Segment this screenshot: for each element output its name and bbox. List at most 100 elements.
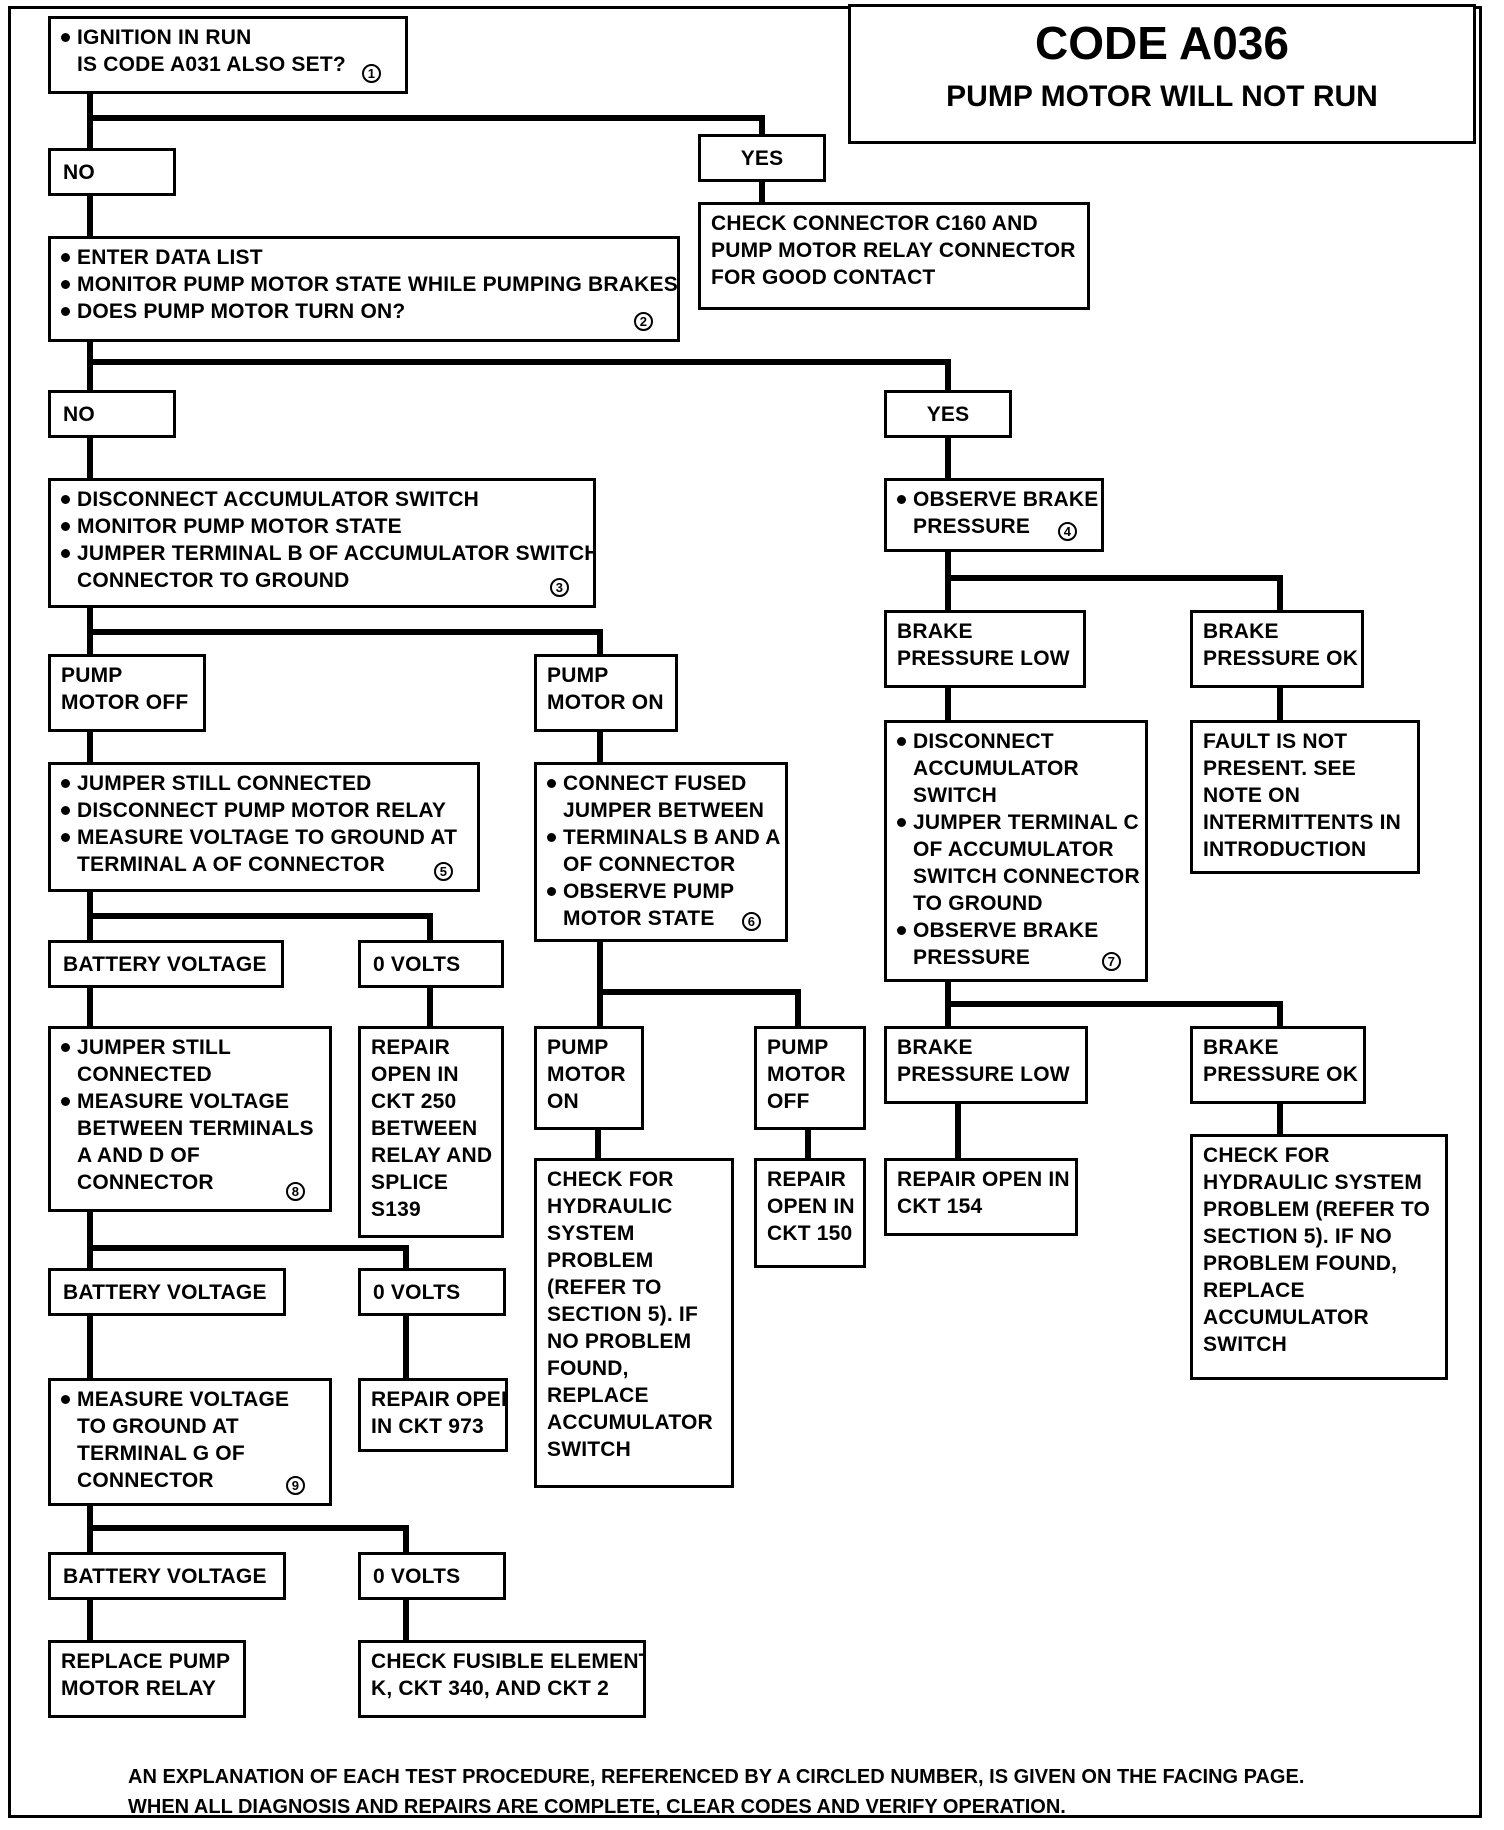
text-line: SPLICE	[371, 1171, 449, 1194]
node-label: YES	[740, 146, 784, 170]
page-frame	[8, 6, 1482, 1818]
bullet-continuation: CONNECTED	[77, 1063, 212, 1086]
bullet-item: CONNECT FUSED	[547, 770, 775, 797]
text-line: S139	[371, 1198, 421, 1221]
text-line: MOTOR	[767, 1063, 846, 1086]
bullet-continuation: PRESSURE	[913, 946, 1031, 969]
node-bplow1: BRAKE PRESSURE LOW	[884, 610, 1086, 688]
bullet-continuation: A AND D OF	[77, 1144, 200, 1167]
text-line: HYDRAULIC	[547, 1195, 673, 1218]
node-fault: FAULT IS NOT PRESENT. SEE NOTE ON INTERMITT…	[1190, 720, 1420, 874]
node-no2: NO	[48, 390, 176, 438]
text-line: PRESENT. SEE	[1203, 757, 1356, 780]
text-line: (REFER TO	[547, 1276, 662, 1299]
step-number-badge: 8	[286, 1182, 305, 1201]
text-line: K, CKT 340, AND CKT 2	[371, 1677, 609, 1700]
text-line: BRAKE	[897, 620, 973, 643]
bullet-continuation: ACCUMULATOR	[913, 757, 1079, 780]
bullet-item: DISCONNECT ACCUMULATOR SWITCH	[61, 486, 583, 513]
bullet-item: IGNITION IN RUN	[61, 24, 395, 51]
text-line: NOTE ON	[1203, 784, 1301, 807]
node-pmoff1: PUMP MOTOR OFF	[48, 654, 206, 732]
text-line: PUMP MOTOR RELAY CONNECTOR	[711, 239, 1076, 262]
code-subtitle: PUMP MOTOR WILL NOT RUN	[946, 80, 1378, 113]
text-line: MOTOR ON	[547, 691, 664, 714]
bullet-continuation: SWITCH	[913, 784, 998, 807]
step-number-badge: 9	[286, 1476, 305, 1495]
step-number-badge: 4	[1058, 522, 1077, 541]
node-c1: CHECK CONNECTOR C160 AND PUMP MOTOR RELAY…	[698, 202, 1090, 310]
text-line: INTRODUCTION	[1203, 838, 1367, 861]
bullet-continuation: OF CONNECTOR	[563, 853, 736, 876]
node-no1: NO	[48, 148, 176, 196]
step-number-badge: 3	[550, 578, 569, 597]
node-bv1: BATTERY VOLTAGE	[48, 940, 284, 988]
text-line: BETWEEN	[371, 1117, 478, 1140]
bullet-continuation: OF ACCUMULATOR	[913, 838, 1114, 861]
text-line: CKT 150	[767, 1222, 853, 1245]
text-line: ACCUMULATOR	[1203, 1306, 1369, 1329]
text-line: PROBLEM FOUND,	[1203, 1252, 1398, 1275]
text-line: OPEN IN	[767, 1195, 855, 1218]
text-line: FOUND,	[547, 1357, 629, 1380]
text-line: IN CKT 973	[371, 1415, 484, 1438]
bullet-continuation: SWITCH CONNECTOR	[913, 865, 1140, 888]
bullet-continuation: TERMINAL G OF	[77, 1442, 245, 1465]
text-line: REPAIR OPEN IN	[897, 1168, 1070, 1191]
node-label: BATTERY VOLTAGE	[63, 1280, 267, 1304]
text-line: REPAIR	[371, 1036, 450, 1059]
text-line: HYDRAULIC SYSTEM	[1203, 1171, 1423, 1194]
node-label: 0 VOLTS	[373, 1280, 461, 1304]
bullet-continuation: CONNECTOR	[77, 1171, 214, 1194]
bullet-item: JUMPER TERMINAL C	[897, 809, 1139, 836]
title-block: CODE A036 PUMP MOTOR WILL NOT RUN	[848, 4, 1476, 144]
node-ov2: 0 VOLTS	[358, 1268, 506, 1316]
text-line: BRAKE	[1203, 620, 1279, 643]
node-ov1: 0 VOLTS	[358, 940, 504, 988]
text-line: OPEN IN	[371, 1063, 459, 1086]
node-label: BATTERY VOLTAGE	[63, 952, 267, 976]
text-line: PROBLEM	[547, 1249, 654, 1272]
text-line: MOTOR OFF	[61, 691, 189, 714]
node-label: 0 VOLTS	[373, 952, 461, 976]
node-bpok1: BRAKE PRESSURE OK	[1190, 610, 1364, 688]
step-number-badge: 6	[742, 912, 761, 931]
text-line: CHECK FOR	[547, 1168, 674, 1191]
text-line: SYSTEM	[547, 1222, 635, 1245]
text-line: REPLACE	[1203, 1279, 1305, 1302]
bullet-item: MONITOR PUMP MOTOR STATE WHILE PUMPING B…	[61, 271, 677, 298]
step-number-badge: 7	[1102, 952, 1121, 971]
text-line: SECTION 5). IF	[547, 1303, 698, 1326]
text-line: OFF	[767, 1090, 810, 1113]
text-line: PRESSURE OK	[1203, 647, 1359, 670]
text-line: MOTOR	[547, 1063, 626, 1086]
footer-line-1: AN EXPLANATION OF EACH TEST PROCEDURE, R…	[128, 1766, 1305, 1788]
text-line: INTERMITTENTS IN	[1203, 811, 1402, 834]
node-bv2: BATTERY VOLTAGE	[48, 1268, 286, 1316]
text-line: PUMP	[61, 664, 123, 687]
node-r154: REPAIR OPEN IN CKT 154	[884, 1158, 1078, 1236]
step-number-badge: 5	[434, 862, 453, 881]
bullet-item: OBSERVE PUMP	[547, 878, 775, 905]
node-yes2: YES	[884, 390, 1012, 438]
text-line: CHECK CONNECTOR C160 AND	[711, 212, 1038, 235]
text-line: CKT 154	[897, 1195, 983, 1218]
text-line: PRESSURE LOW	[897, 647, 1070, 670]
text-line: MOTOR RELAY	[61, 1677, 217, 1700]
bullet-item: MONITOR PUMP MOTOR STATE	[61, 513, 583, 540]
text-line: FAULT IS NOT	[1203, 730, 1348, 753]
bullet-item: JUMPER STILL	[61, 1034, 319, 1061]
